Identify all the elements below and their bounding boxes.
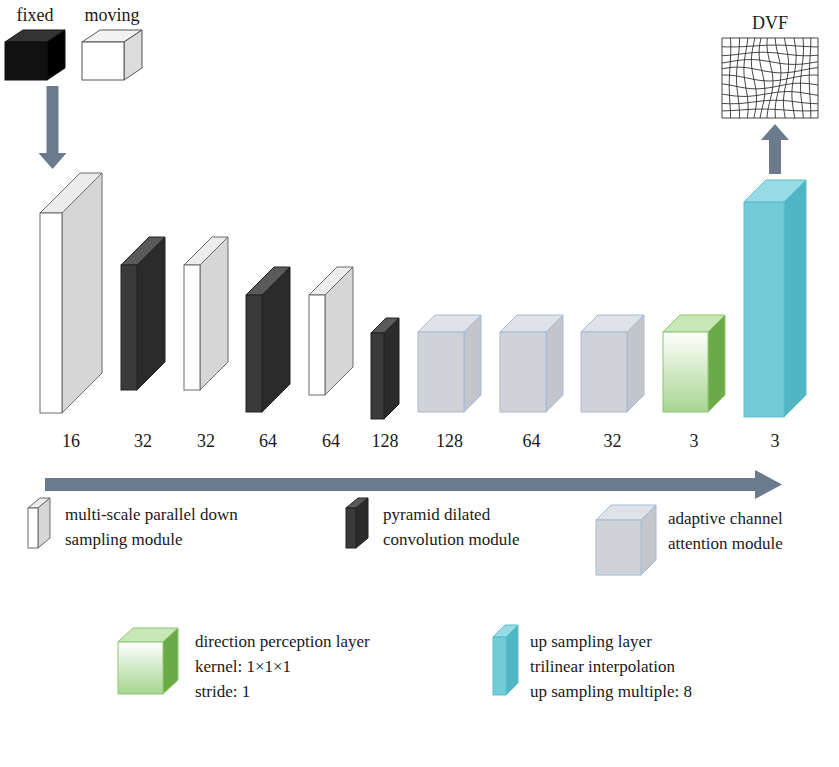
- block-shape: [581, 315, 644, 412]
- legend-text: pyramid dilated convolution module: [383, 502, 543, 552]
- channel-number: 128: [436, 430, 463, 452]
- flow-arrow-head: [755, 470, 782, 499]
- dilated-conv-block-side: [356, 498, 368, 548]
- block-shape: [121, 237, 165, 390]
- down-sampling-block-side: [200, 237, 228, 390]
- block-shape: [82, 30, 142, 80]
- channel-number: 32: [604, 430, 622, 452]
- channel-number: 64: [259, 430, 277, 452]
- block-shape: [309, 267, 353, 395]
- down-sampling-block: 16: [40, 173, 102, 413]
- down-sampling-block: 64: [309, 267, 353, 395]
- attention-block-front: [418, 332, 464, 412]
- block-shape: [40, 173, 102, 413]
- legend-detail: stride: 1: [195, 679, 250, 704]
- block-shape: [500, 315, 563, 412]
- attention-block: 64: [500, 315, 563, 412]
- dilated-conv-block-side: [137, 237, 165, 390]
- upsampling-block-side: [784, 180, 806, 417]
- deformation-grid: [722, 38, 818, 118]
- block-shape: [246, 267, 290, 412]
- down-sampling-block: 32: [184, 237, 228, 390]
- arrow-shaft: [769, 140, 781, 174]
- down-sampling-block-side: [38, 498, 50, 548]
- input-label: fixed: [17, 4, 54, 26]
- upsampling-block: 3: [744, 180, 806, 417]
- channel-number: 128: [372, 430, 399, 452]
- fixed-cube: fixed: [5, 30, 65, 80]
- moving-cube-side: [124, 30, 142, 80]
- input-label: DVF: [752, 12, 788, 34]
- block-shape: [663, 315, 725, 412]
- block-shape: [184, 237, 228, 390]
- arrow-shaft: [47, 86, 59, 153]
- channel-number: 32: [197, 430, 215, 452]
- upsampling-block-front: [493, 637, 506, 695]
- down-sampling-block-front: [40, 213, 62, 413]
- attention-block-side: [546, 315, 563, 412]
- channel-number: 16: [62, 430, 80, 452]
- fixed-cube-front: [5, 42, 47, 80]
- down-sampling-block-front: [184, 265, 200, 390]
- upsampling-block-side: [506, 625, 518, 695]
- down-sampling-block-side: [325, 267, 353, 395]
- legend-detail: up sampling multiple: 8: [530, 679, 692, 704]
- dilated-conv-block: 128: [371, 318, 399, 419]
- direction-layer-block-side: [708, 315, 725, 412]
- block-shape: [722, 38, 818, 118]
- block-shape: [418, 315, 481, 412]
- direction-layer-block: 3: [663, 315, 725, 412]
- attention-block-front: [500, 332, 546, 412]
- dilated-conv-block: 32: [121, 237, 165, 390]
- channel-number: 64: [322, 430, 340, 452]
- legend-text: multi-scale parallel down sampling modul…: [65, 502, 243, 552]
- dvf-grid: DVF: [722, 38, 818, 118]
- legend-detail: trilinear interpolation: [530, 654, 675, 679]
- attention-block-front: [596, 520, 641, 575]
- attention-block-front: [581, 332, 627, 412]
- flow-arrow-bar: [45, 478, 757, 491]
- block-shape: [371, 318, 399, 419]
- attention-block-side: [641, 505, 656, 575]
- legend-text: adaptive channel attention module: [668, 506, 830, 556]
- direction-layer-block-front: [118, 642, 163, 694]
- direction-layer-block-front: [663, 332, 708, 412]
- dilated-conv-block-front: [121, 265, 137, 390]
- channel-number: 3: [771, 430, 780, 452]
- legend-text: direction perception layer: [195, 629, 370, 654]
- attention-block: 128: [418, 315, 481, 412]
- flow-arrow: [39, 86, 67, 169]
- flow-arrow: [761, 124, 789, 174]
- dilated-conv-block-side: [262, 267, 290, 412]
- dilated-conv-block-front: [346, 508, 356, 548]
- attention-block-side: [464, 315, 481, 412]
- channel-number: 64: [523, 430, 541, 452]
- block-shape: [5, 30, 65, 80]
- moving-cube-front: [82, 42, 124, 80]
- dilated-conv-block-side: [384, 318, 399, 419]
- channel-number: 3: [690, 430, 699, 452]
- fixed-cube-side: [47, 30, 65, 80]
- channel-number: 32: [134, 430, 152, 452]
- input-label: moving: [84, 4, 139, 26]
- down-sampling-block-front: [309, 295, 325, 395]
- arrow-head: [39, 153, 67, 169]
- attention-block-side: [627, 315, 644, 412]
- down-sampling-block-front: [28, 508, 38, 548]
- direction-layer-block-side: [163, 628, 178, 694]
- arrow-head: [761, 124, 789, 140]
- dilated-conv-block: 64: [246, 267, 290, 412]
- legend-text: up sampling layer: [530, 629, 652, 654]
- moving-cube: moving: [82, 30, 142, 80]
- attention-block: 32: [581, 315, 644, 412]
- block-shape: [744, 180, 806, 417]
- dilated-conv-block-front: [371, 333, 384, 419]
- down-sampling-block-side: [62, 173, 102, 413]
- upsampling-block-front: [744, 202, 784, 417]
- dilated-conv-block-front: [246, 295, 262, 412]
- legend-detail: kernel: 1×1×1: [195, 654, 291, 679]
